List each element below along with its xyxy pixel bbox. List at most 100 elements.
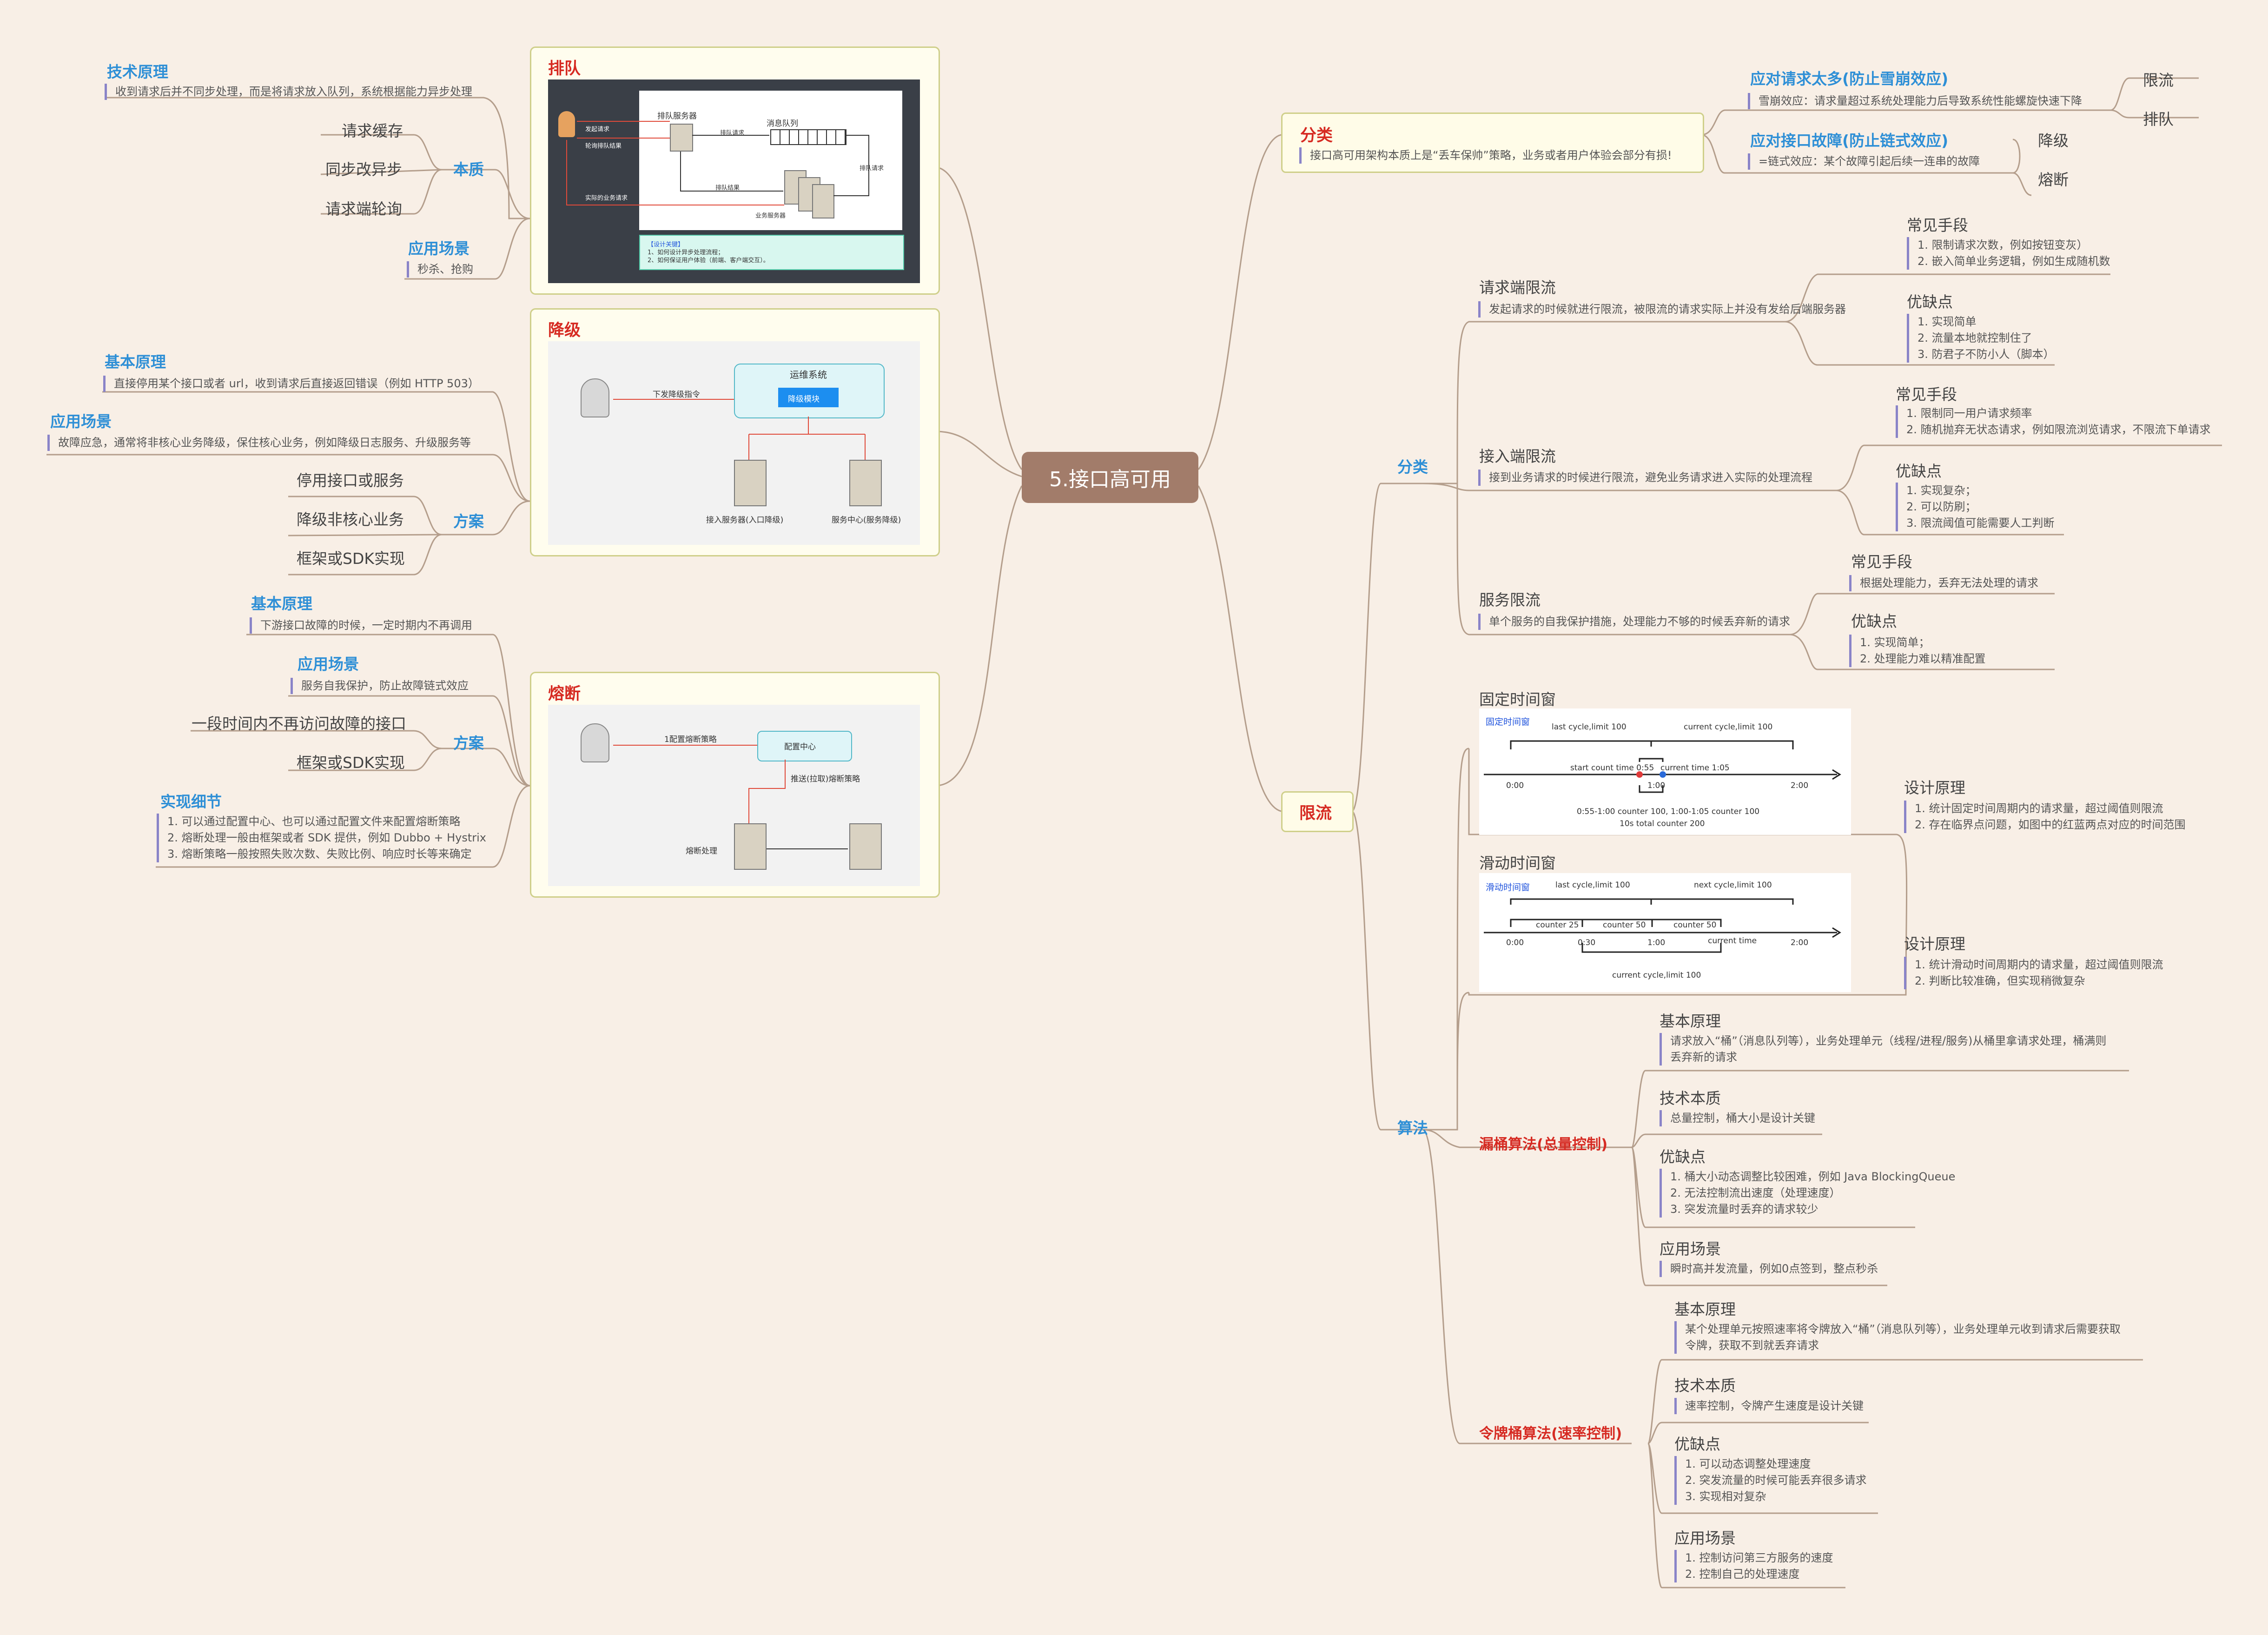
ratelimit-title: 限流 — [1299, 804, 1332, 823]
access-means-2: 2. 随机抛弃无状态请求，例如限流浏览请求，不限流下单请求 — [1906, 423, 2211, 436]
breaker-diagram: 1配置熔断策略 配置中心 推送(拉取)熔断策略 熔断处理 — [548, 705, 920, 886]
access-means-title[interactable]: 常见手段 — [1896, 385, 1957, 404]
queue-essence-item-3[interactable]: 请求端轮询 — [325, 200, 402, 218]
breaker-card[interactable]: 熔断 1配置熔断策略 配置中心 推送(拉取)熔断策略 熔断处理 — [530, 672, 940, 898]
degrade-card[interactable]: 降级 运维系统 降级模块 下发降级指令 接入服务器(入口降级) 服务中心(服务降… — [530, 308, 940, 556]
access-server-label: 接入服务器(入口降级) — [706, 516, 784, 525]
too-many-title[interactable]: 应对请求太多(防止雪崩效应) — [1750, 70, 1949, 88]
token-principle-title[interactable]: 基本原理 — [1674, 1300, 1736, 1318]
access-limit-desc: 接到业务请求的时候进行限流，避免业务请求进入实际的处理流程 — [1478, 470, 1812, 486]
queue-card[interactable]: 排队 排队服务器 消息队列 发起请求 轮询排队结果 实际的业务请求 排队请求 排… — [530, 46, 940, 295]
ratelimit-box[interactable]: 限流 — [1281, 791, 1354, 832]
sliding-tick-3: 2:00 — [1791, 938, 1809, 947]
leaky-essence-desc: 总量控制，桶大小是设计关键 — [1660, 1110, 1815, 1126]
fixed-current-time: current time 1:05 — [1660, 763, 1730, 773]
user-icon — [558, 111, 575, 137]
queue-essence-title[interactable]: 本质 — [453, 160, 484, 179]
queue-essence-item-1[interactable]: 请求缓存 — [342, 122, 403, 140]
degrade-plan-title[interactable]: 方案 — [453, 512, 484, 530]
degrade-plan-item-1[interactable]: 停用接口或服务 — [297, 471, 404, 490]
leaky-principle-title[interactable]: 基本原理 — [1660, 1012, 1721, 1030]
fixed-axis — [1484, 740, 1841, 793]
queue-essence-item-2[interactable]: 同步改异步 — [325, 160, 402, 179]
sliding-window-title[interactable]: 滑动时间窗 — [1479, 854, 1556, 872]
fixed-fig-title: 固定时间窗 — [1486, 717, 1530, 727]
leaky-essence-title[interactable]: 技术本质 — [1660, 1089, 1721, 1107]
service-limit-title[interactable]: 服务限流 — [1479, 591, 1541, 609]
client-pros-1: 1. 实现简单 — [1918, 315, 1977, 328]
classify-box[interactable]: 分类 接口高可用架构本质上是“丢车保帅”策略，业务或者用户体验会部分有损! — [1281, 113, 1704, 173]
leaky-scene-title[interactable]: 应用场景 — [1660, 1240, 1721, 1258]
fault-desc: =链式效应：某个故障引起后续一连串的故障 — [1748, 153, 1980, 170]
client-means-1: 1. 限制请求次数，例如按钮变灰） — [1918, 238, 2088, 252]
service-pros-title[interactable]: 优缺点 — [1851, 612, 1897, 630]
token-pros-title[interactable]: 优缺点 — [1674, 1435, 1720, 1453]
client-means-title[interactable]: 常见手段 — [1907, 216, 1968, 234]
access-means-1: 1. 限制同一用户请求频率 — [1906, 407, 2032, 420]
fixed-window-title[interactable]: 固定时间窗 — [1479, 690, 1556, 708]
client-limit-title[interactable]: 请求端限流 — [1479, 278, 1556, 297]
degrade-scenario-title[interactable]: 应用场景 — [50, 412, 112, 430]
leaky-pros-title[interactable]: 优缺点 — [1660, 1148, 1706, 1166]
breaker-server-icon — [734, 823, 767, 870]
central-topic[interactable]: 5.接口高可用 — [1022, 452, 1198, 503]
ratelimit-algo-title[interactable]: 算法 — [1397, 1119, 1428, 1137]
breaker-detail-desc: 1. 可以通过配置中心、也可以通过配置文件来配置熔断策略 2. 熔断处理一般由框… — [157, 814, 486, 862]
connector-degrade — [937, 430, 1022, 477]
service-limit-desc: 单个服务的自我保护措施，处理能力不够的时候丢弃新的请求 — [1478, 614, 1790, 630]
queue-title: 排队 — [548, 60, 581, 78]
leaky-pros-1: 1. 桶大小动态调整比较困难，例如 Java BlockingQueue — [1670, 1170, 1956, 1183]
breaker-scenario-desc: 服务自我保护，防止故障链式效应 — [291, 678, 469, 694]
sliding-tick-0: 0:00 — [1506, 938, 1524, 947]
client-pros-title[interactable]: 优缺点 — [1907, 293, 1953, 311]
service-means-title[interactable]: 常见手段 — [1851, 553, 1912, 571]
client-limit-desc: 发起请求的时候就进行限流，被限流的请求实际上并没有发给后端服务器 — [1478, 301, 1846, 318]
fault-title[interactable]: 应对接口故障(防止链式效应) — [1750, 132, 1949, 150]
ratelimit-classify-title[interactable]: 分类 — [1397, 458, 1428, 476]
service-pros-desc: 1. 实现简单； 2. 处理能力难以精准配置 — [1849, 635, 1986, 667]
service-means-desc: 根据处理能力，丢弃无法处理的请求 — [1849, 575, 2038, 591]
breaker-plan-title[interactable]: 方案 — [453, 734, 484, 752]
queue-tech-title[interactable]: 技术原理 — [107, 63, 168, 81]
fault-item-2[interactable]: 熔断 — [2038, 171, 2069, 189]
label-result: 排队结果 — [715, 185, 740, 192]
fixed-tick-1: 1:00 — [1647, 781, 1666, 790]
queue-tech-desc: 收到请求后并不同步处理，而是将请求放入队列，系统根据能力异步处理 — [105, 84, 472, 100]
breaker-plan-item-1[interactable]: 一段时间内不再访问故障的接口 — [192, 715, 406, 733]
token-scene-title[interactable]: 应用场景 — [1674, 1529, 1736, 1547]
queue-scenario-title[interactable]: 应用场景 — [408, 239, 469, 258]
breaker-scenario-title[interactable]: 应用场景 — [298, 655, 359, 673]
fixed-window-figure: 固定时间窗 last cycle,limit 100 current cycle… — [1479, 708, 1851, 835]
access-limit-title[interactable]: 接入端限流 — [1479, 447, 1556, 465]
degrade-plan-item-2[interactable]: 降级非核心业务 — [297, 510, 404, 529]
breaker-principle-title[interactable]: 基本原理 — [251, 595, 312, 613]
design-key-title: 【设计关键】 — [648, 241, 684, 248]
too-many-desc: 雪崩效应：请求量超过系统处理能力后导致系统性能螺旋快速下降 — [1748, 93, 2082, 109]
sliding-design-desc: 1. 统计滑动时间周期内的请求量，超过阈值则限流 2. 判断比较准确，但实现稍微… — [1904, 957, 2163, 989]
degrade-plan-item-3[interactable]: 框架或SDK实现 — [297, 549, 405, 568]
breaker-detail-title[interactable]: 实现细节 — [160, 793, 222, 811]
access-pros-title[interactable]: 优缺点 — [1896, 462, 1942, 480]
center-server-label: 服务中心(服务降级) — [832, 516, 901, 525]
sliding-window-figure: 滑动时间窗 last cycle,limit 100 next cycle,li… — [1479, 873, 1851, 992]
fixed-design-title[interactable]: 设计原理 — [1904, 779, 1965, 797]
leaky-principle-desc: 请求放入“桶”（消息队列等），业务处理单元（线程/进程/服务)从桶里拿请求处理，… — [1660, 1033, 2106, 1066]
sliding-design-title[interactable]: 设计原理 — [1904, 935, 1965, 953]
token-essence-desc: 速率控制，令牌产生速度是设计关键 — [1674, 1398, 1864, 1414]
too-many-item-1[interactable]: 限流 — [2143, 71, 2174, 89]
breaker-config-label: 1配置熔断策略 — [664, 735, 717, 744]
push-label: 推送(拉取)熔断策略 — [791, 774, 860, 784]
breaker-title: 熔断 — [548, 685, 581, 703]
config-center-label: 配置中心 — [784, 742, 816, 752]
token-essence-title[interactable]: 技术本质 — [1674, 1377, 1736, 1395]
fixed-last-cycle: last cycle,limit 100 — [1552, 722, 1627, 732]
token-bucket-title[interactable]: 令牌桶算法(速率控制) — [1479, 1425, 1622, 1442]
breaker-plan-item-2[interactable]: 框架或SDK实现 — [297, 754, 405, 772]
fault-item-1[interactable]: 降级 — [2038, 132, 2069, 150]
leaky-bucket-title[interactable]: 漏桶算法(总量控制) — [1479, 1136, 1608, 1153]
degrade-principle-title[interactable]: 基本原理 — [105, 353, 166, 371]
leaky-principle-line-1: 请求放入“桶”（消息队列等），业务处理单元（线程/进程/服务)从桶里拿请求处理，… — [1670, 1034, 2107, 1047]
connector-queue — [937, 166, 1023, 470]
sliding-next-cycle: next cycle,limit 100 — [1694, 880, 1772, 890]
too-many-item-2[interactable]: 排队 — [2143, 110, 2174, 128]
